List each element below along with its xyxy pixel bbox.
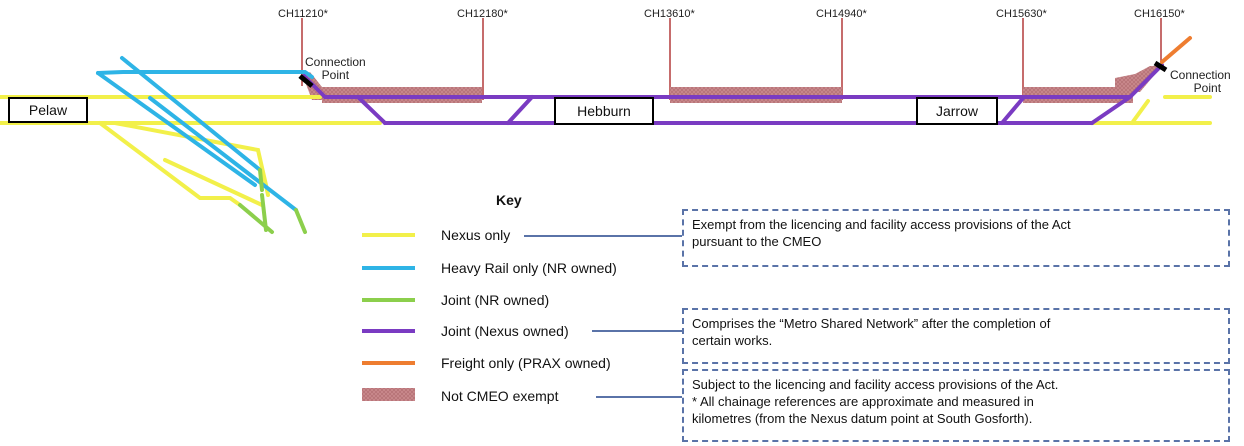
station-pelaw: Pelaw xyxy=(8,97,88,123)
key-label-joint-nr: Joint (NR owned) xyxy=(441,292,550,308)
note-connectors xyxy=(524,235,682,398)
connection-point-line: Connection xyxy=(1170,68,1231,82)
note-line: certain works. xyxy=(692,333,773,348)
connection-point-marker xyxy=(298,74,314,88)
chainage-label: CH15630* xyxy=(996,8,1047,20)
note-line: kilometres (from the Nexus datum point a… xyxy=(692,411,1033,426)
connection-point-label-west: Connection Point xyxy=(305,56,366,82)
connection-point-label-east: Connection Point xyxy=(1170,69,1231,95)
key-label-not-cmeo: Not CMEO exempt xyxy=(441,388,559,404)
connection-point-marker xyxy=(1153,60,1168,73)
note-box-subject: Subject to the licencing and facility ac… xyxy=(682,369,1230,442)
heavy-rail-tracks xyxy=(96,56,314,212)
note-line: Comprises the “Metro Shared Network” aft… xyxy=(692,316,1051,331)
station-hebburn: Hebburn xyxy=(554,97,654,125)
chainage-label: CH13610* xyxy=(644,8,695,20)
connection-point-line: Point xyxy=(321,68,350,82)
connection-point-line: Point xyxy=(1193,81,1222,95)
key-label-nexus-only: Nexus only xyxy=(441,227,511,243)
key-title: Key xyxy=(496,192,522,208)
chainage-label: CH11210* xyxy=(278,8,328,20)
joint-nr-tracks xyxy=(238,168,307,234)
note-line: pursuant to the CMEO xyxy=(692,234,822,249)
connection-point-line: Connection xyxy=(305,55,366,69)
note-line: * All chainage references are approximat… xyxy=(692,394,1034,409)
key-label-heavy-rail: Heavy Rail only (NR owned) xyxy=(441,260,617,276)
note-box-shared-network: Comprises the “Metro Shared Network” aft… xyxy=(682,308,1230,364)
chainage-label: CH16150* xyxy=(1134,8,1185,20)
key-swatches xyxy=(362,233,415,401)
chainage-label: CH14940* xyxy=(816,8,867,20)
key-label-joint-nexus: Joint (Nexus owned) xyxy=(441,323,569,339)
note-box-exempt: Exempt from the licencing and facility a… xyxy=(682,209,1230,267)
note-line: Exempt from the licencing and facility a… xyxy=(692,217,1071,232)
station-jarrow: Jarrow xyxy=(916,97,998,125)
freight-tracks xyxy=(1160,36,1192,64)
key-label-freight: Freight only (PRAX owned) xyxy=(441,355,611,371)
key-swatch-not-cmeo xyxy=(362,388,415,401)
chainage-label: CH12180* xyxy=(457,8,508,20)
not-cmeo-area xyxy=(1115,66,1162,92)
note-line: Subject to the licencing and facility ac… xyxy=(692,377,1059,392)
